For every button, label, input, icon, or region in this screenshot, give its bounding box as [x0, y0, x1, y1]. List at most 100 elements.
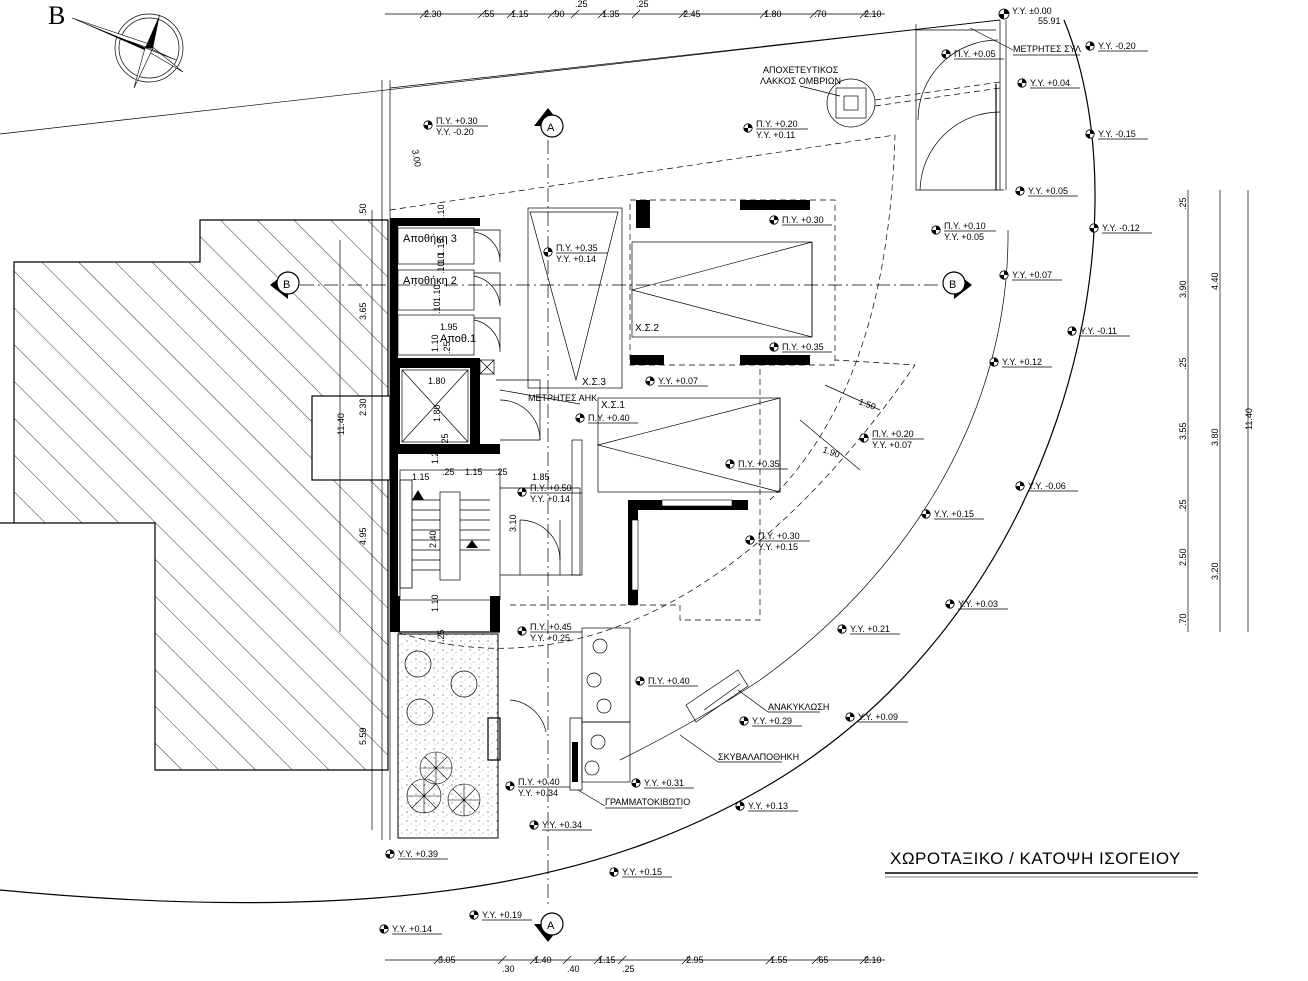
note-drain-1: ΑΠΟΧΕΤΕΥΤΙΚΟΣ	[763, 65, 839, 75]
level-value: Υ.Υ. -0.20	[1098, 41, 1136, 51]
level-marker: Π.Υ. +0.50Υ.Υ. +0.14	[517, 483, 582, 504]
level-value: Π.Υ. +0.50	[530, 483, 572, 493]
level-marker: Υ.Υ. +0.29	[739, 716, 802, 727]
level-marker: Υ.Υ. -0.15	[1085, 129, 1148, 140]
right-dimension-total: 11.40	[1244, 408, 1254, 430]
level-value: Υ.Υ. +0.34	[518, 788, 558, 798]
svg-text:3.10: 3.10	[508, 514, 518, 532]
svg-text:1.20: 1.20	[430, 446, 440, 464]
section-lines: A A B B	[270, 108, 972, 942]
level-value: Υ.Υ. +0.05	[944, 232, 984, 242]
level-value: Υ.Υ. +0.25	[530, 633, 570, 643]
svg-text:A: A	[547, 122, 555, 134]
dimension-text: .70	[814, 9, 827, 19]
level-value: Π.Υ. +0.35	[738, 459, 780, 469]
dimension-text: 2.45	[683, 9, 701, 19]
svg-text:1.15: 1.15	[436, 238, 446, 256]
left-dimension-lines	[339, 210, 373, 830]
utilities	[685, 29, 1001, 723]
dimension-text: .25	[1178, 357, 1188, 370]
note-recycling: ΑΝΑΚΥΚΛΩΣΗ	[768, 702, 829, 712]
dimension-text: .25	[622, 964, 635, 974]
level-marker: Υ.Υ. +0.05	[1015, 186, 1078, 197]
level-marker: Π.Υ. +0.05	[941, 49, 1004, 60]
level-value: Π.Υ. +0.40	[648, 676, 690, 686]
note-meters-ahk: ΜΕΤΡΗΤΕΣ ΑΗΚ	[528, 393, 597, 403]
datum-label: Υ.Υ. ±0.00	[1012, 6, 1052, 16]
level-marker: Υ.Υ. -0.12	[1089, 223, 1152, 234]
level-marker: Υ.Υ. -0.11	[1067, 326, 1130, 337]
level-marker: Π.Υ. +0.30Υ.Υ. -0.20	[423, 116, 488, 137]
level-value: Υ.Υ. +0.07	[1012, 270, 1052, 280]
level-marker: Π.Υ. +0.30Υ.Υ. +0.15	[745, 531, 810, 552]
svg-text:2.40: 2.40	[428, 530, 438, 548]
svg-text:1.95: 1.95	[440, 322, 458, 332]
datum-marker: Υ.Υ. ±0.00 55.91	[998, 6, 1061, 26]
level-value: Υ.Υ. +0.07	[658, 376, 698, 386]
svg-text:1.15: 1.15	[465, 467, 483, 477]
dimension-text: 2.30	[358, 398, 368, 416]
level-value: Υ.Υ. +0.15	[622, 867, 662, 877]
level-marker: Υ.Υ. +0.12	[989, 357, 1052, 368]
level-marker: Υ.Υ. +0.09	[845, 712, 908, 723]
note-mailbox: ΓΡΑΜΜΑΤΟΚΙΒΩΤΙΟ	[605, 797, 690, 807]
parking-spaces	[527, 199, 836, 605]
level-marker: Π.Υ. +0.40Υ.Υ. +0.34	[505, 777, 570, 798]
room-storage-3: Αποθήκη 3	[403, 233, 457, 245]
left-dimension-total: 11.40	[336, 413, 346, 435]
level-marker: Π.Υ. +0.20Υ.Υ. +0.07	[859, 429, 924, 450]
level-value: Υ.Υ. +0.12	[1002, 357, 1042, 367]
level-marker: Υ.Υ. +0.34	[529, 820, 592, 831]
dimension-text: 4.40	[1210, 272, 1220, 290]
level-value: Υ.Υ. +0.03	[958, 599, 998, 609]
level-value: Υ.Υ. +0.13	[748, 801, 788, 811]
level-marker: Υ.Υ. +0.39	[385, 849, 448, 860]
level-value: Υ.Υ. +0.39	[398, 849, 438, 859]
level-value: Π.Υ. +0.30	[758, 531, 800, 541]
svg-text:1.85: 1.85	[532, 472, 550, 482]
level-value: Υ.Υ. +0.11	[756, 130, 795, 140]
dimension-text: 1.35	[602, 9, 620, 19]
svg-text:A: A	[547, 920, 555, 932]
svg-text:.10: .10	[436, 261, 446, 274]
dimension-text: .90	[552, 9, 565, 19]
datum-value: 55.91	[1038, 16, 1061, 26]
dimension-text: 2.10	[864, 9, 882, 19]
building-core	[390, 218, 583, 633]
left-dimensions: .503.652.304.955.59	[358, 203, 368, 745]
svg-text:1.10: 1.10	[432, 284, 442, 302]
notes: ΜΕΤΡΗΤΕΣ ΣΥΛ ΑΠΟΧΕΤΕΥΤΙΚΟΣ ΛΑΚΚΟΣ ΟΜΒΡΙΩ…	[499, 27, 1081, 809]
level-value: Υ.Υ. +0.07	[872, 440, 912, 450]
level-value: Π.Υ. +0.20	[872, 429, 914, 439]
svg-text:1.15: 1.15	[412, 472, 430, 482]
dimension-text: 2.50	[1178, 548, 1188, 566]
level-value: Π.Υ. +0.40	[518, 777, 560, 787]
level-value: Υ.Υ. +0.34	[542, 820, 582, 830]
dimension-text: 3.05	[438, 955, 456, 965]
svg-text:.25: .25	[442, 341, 452, 354]
svg-text:1.80: 1.80	[432, 404, 442, 422]
svg-text:B: B	[949, 279, 956, 291]
dimension-text: 1.80	[764, 9, 782, 19]
north-letter: B	[48, 1, 65, 30]
dimension-text: .70	[1178, 613, 1188, 626]
dimension-text: .25	[1178, 197, 1188, 210]
level-marker: Π.Υ. +0.35Υ.Υ. +0.14	[543, 243, 608, 264]
level-marker: Υ.Υ. +0.07	[645, 376, 708, 387]
level-value: Π.Υ. +0.10	[944, 221, 986, 231]
level-value: Π.Υ. +0.35	[556, 243, 598, 253]
level-value: Υ.Υ. +0.04	[1030, 78, 1070, 88]
level-value: Π.Υ. +0.20	[756, 119, 798, 129]
level-value: Υ.Υ. +0.21	[850, 624, 890, 634]
level-marker: Υ.Υ. +0.07	[999, 270, 1062, 281]
dimension-text: 2.95	[686, 955, 704, 965]
level-value: Υ.Υ. +0.15	[934, 509, 974, 519]
level-value: Υ.Υ. +0.14	[530, 494, 570, 504]
level-value: Υ.Υ. +0.29	[752, 716, 792, 726]
dimension-text: .55	[482, 9, 495, 19]
level-value: Π.Υ. +0.35	[782, 342, 824, 352]
note-drain-2: ΛΑΚΚΟΣ ΟΜΒΡΙΩΝ	[760, 76, 841, 86]
level-value: Υ.Υ. +0.14	[392, 924, 432, 934]
level-value: Υ.Υ. +0.14	[556, 254, 596, 264]
dimension-text: .30	[502, 964, 515, 974]
